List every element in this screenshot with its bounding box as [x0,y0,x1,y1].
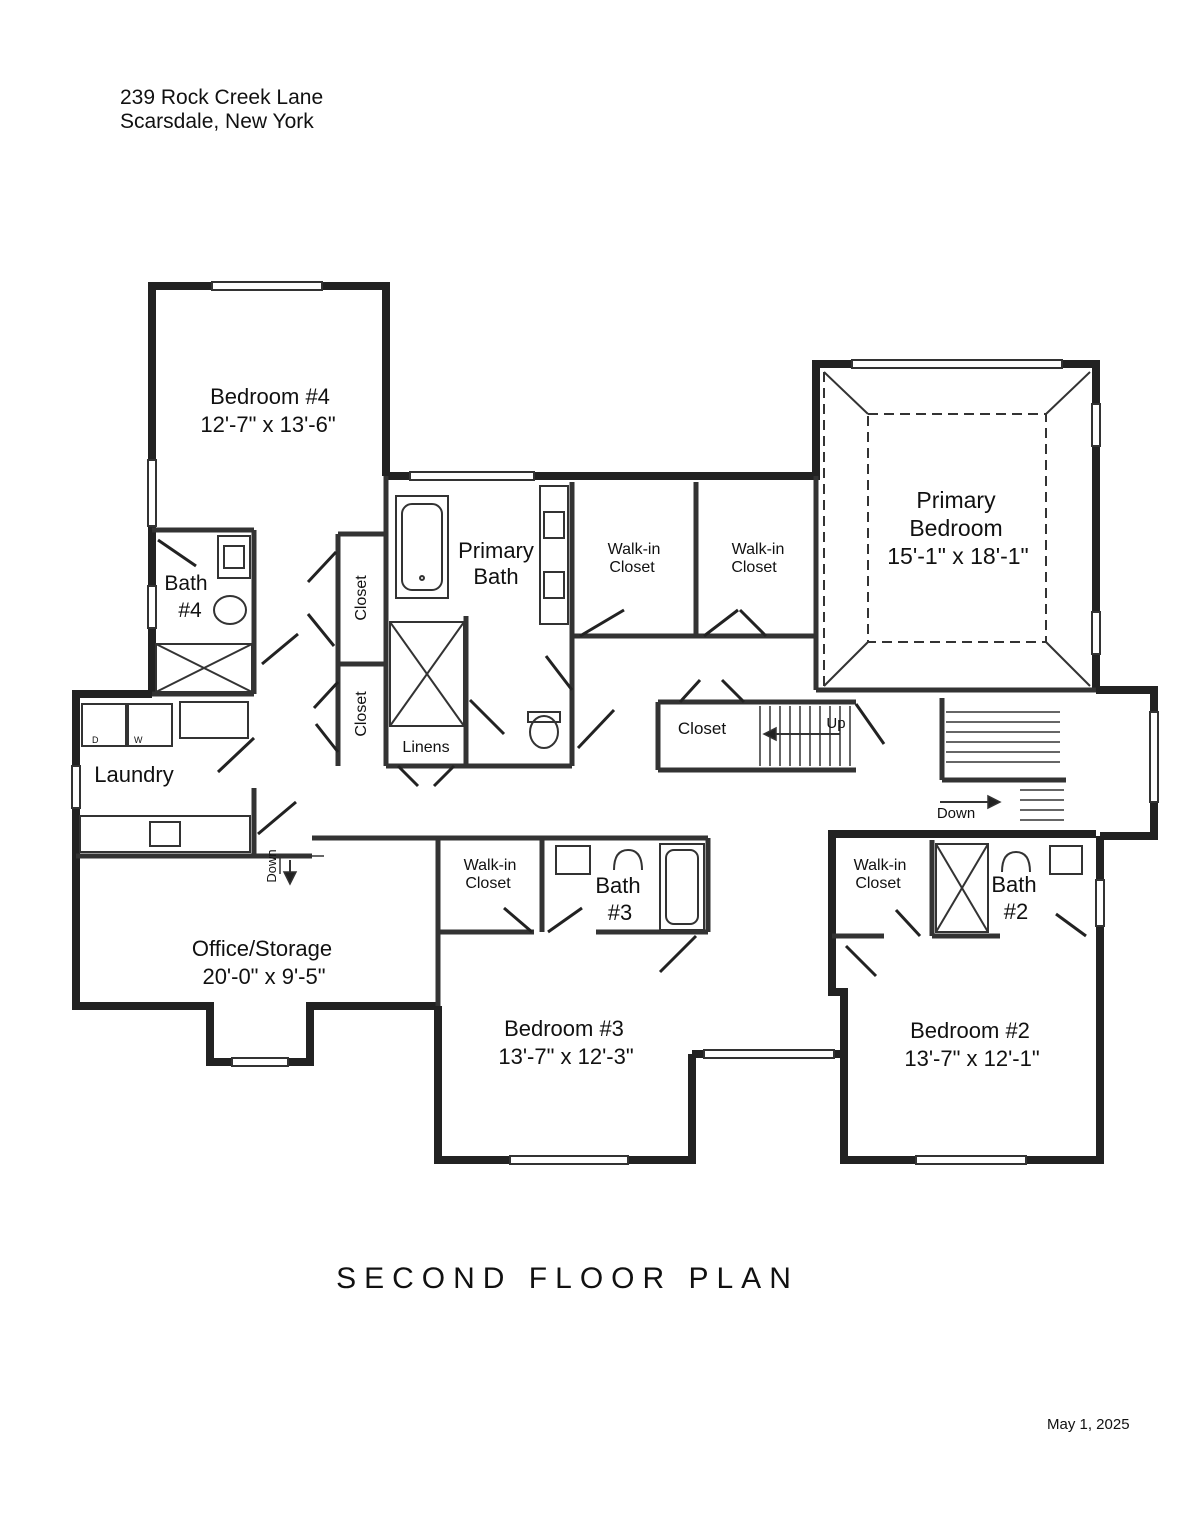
tub-bath3 [659,843,705,931]
walkin1-name-2: Closet [609,559,655,576]
stairs-down [940,711,1064,821]
shower-bath4 [155,643,253,693]
laundry-label: Laundry [94,762,174,787]
toilet-bath3 [613,848,643,871]
office-name: Office/Storage [192,936,332,961]
bedroom4-name: Bedroom #4 [210,384,330,409]
plan-title-text: SECOND FLOOR PLAN [336,1262,799,1295]
address-line-1: 239 Rock Creek Lane [120,86,324,109]
laundry-sink [149,821,181,847]
interior-walls [76,476,1096,1006]
up-label: Up [826,715,845,732]
primary-bedroom-name-1: Primary [916,487,996,513]
walkin3-name-2: Closet [465,875,511,892]
bedroom3-name: Bedroom #3 [504,1016,624,1041]
tray-ceiling [823,371,1091,687]
bath2-name-1: Bath [991,872,1036,897]
windows [71,281,1159,1165]
closet-lower-label: Closet [353,691,370,737]
bedroom2-name: Bedroom #2 [910,1018,1030,1043]
shower-primary [389,621,465,727]
address-line-2: Scarsdale, New York [120,110,314,133]
plan-title: SECOND FLOOR PLAN [0,1262,1187,1296]
vanity-primary [539,485,569,625]
bath4-name-1: Bath [164,572,207,595]
washer-label: W [134,735,143,745]
washer [127,703,173,747]
toilet-bath4 [213,595,247,625]
fixtures [79,485,1083,933]
stairs-office [262,855,324,886]
wall-bedroom4 [148,282,390,694]
toilet-bath2 [1001,850,1031,873]
wall-stair-bump [1096,686,1158,840]
bath3-name-2: #3 [608,900,632,925]
bedroom4-size: 12'-7" x 13'-6" [200,412,335,437]
room-labels: Bedroom #4 12'-7" x 13'-6" Primary Bedro… [92,384,1040,1071]
closet-upper-label: Closet [353,575,370,621]
primary-bath-name-2: Bath [473,564,518,589]
primary-bedroom-size: 15'-1" x 18'-1" [887,543,1028,569]
vanity-bath3 [555,845,591,875]
vanity-bath2 [1049,845,1083,875]
bedroom2-size: 13'-7" x 12'-1" [904,1046,1039,1071]
walkin3-name-1: Walk-in [464,857,517,874]
down-left-label: Down [264,849,279,882]
wall-primary-bedroom [386,360,1100,690]
address-block: 239 Rock Creek Lane Scarsdale, New York [120,86,323,134]
bath2-name-2: #2 [1004,899,1028,924]
linens-label: Linens [402,739,449,756]
dryer [81,703,127,747]
bedroom3-size: 13'-7" x 12'-3" [498,1044,633,1069]
wall-bedroom2 [828,830,1104,1164]
bathtub-primary [395,495,449,599]
plan-date: May 1, 2025 [1047,1416,1130,1433]
vanity-bath4 [217,535,251,579]
laundry-counter [179,701,249,739]
stairs-up [759,706,851,766]
stair-closet-label: Closet [678,719,726,738]
walkin1-name-1: Walk-in [608,541,661,558]
dryer-label: D [92,735,99,745]
wall-office [72,690,438,1066]
bath3-name-1: Bath [595,873,640,898]
walkin4-name-1: Walk-in [854,857,907,874]
bath4-name-2: #4 [178,599,202,622]
walkin2-name-2: Closet [731,559,777,576]
down-right-label: Down [937,805,975,822]
doors [157,538,1087,978]
walkin4-name-2: Closet [855,875,901,892]
shower-bath2 [935,843,989,933]
primary-bath-name-1: Primary [458,538,534,563]
toilet-primary [529,715,559,749]
walkin2-name-1: Walk-in [732,541,785,558]
primary-bedroom-name-2: Bedroom [909,515,1002,541]
office-size: 20'-0" x 9'-5" [202,964,325,989]
